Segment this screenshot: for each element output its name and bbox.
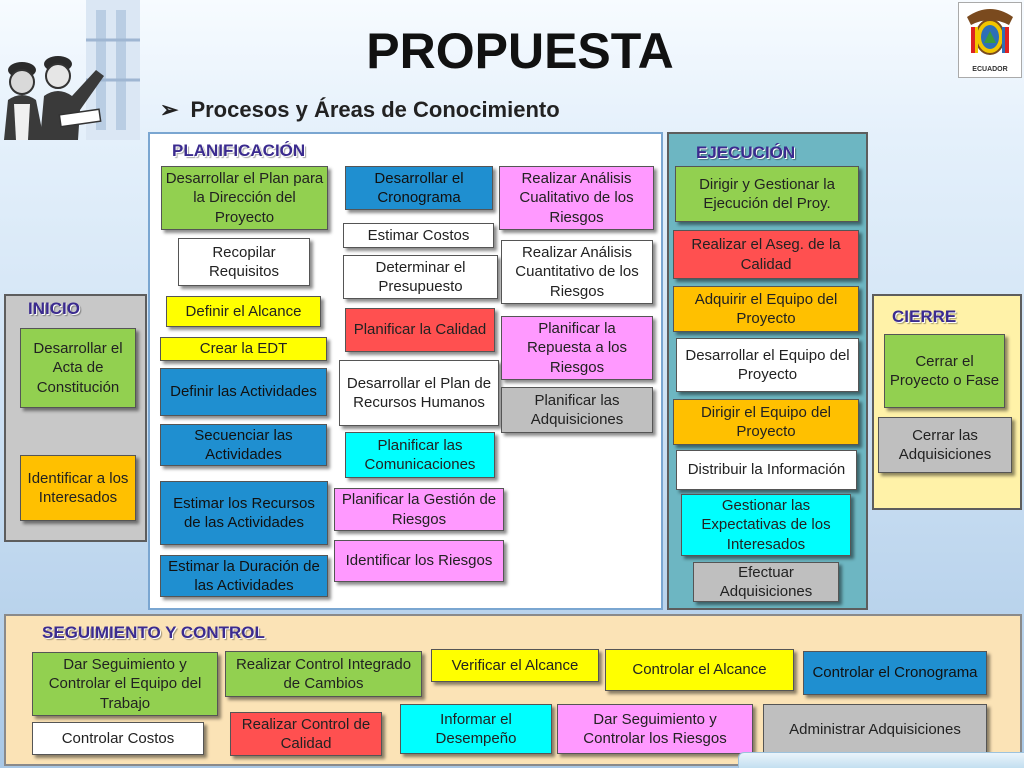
decorative-corner-tab bbox=[738, 752, 1024, 768]
ecuador-logo: ECUADOR bbox=[958, 2, 1022, 78]
process-analisis-cuantitativo: Realizar Análisis Cuantitativo de los Ri… bbox=[501, 240, 653, 304]
process-informar-desempeno: Informar el Desempeño bbox=[400, 704, 552, 754]
process-determinar-presupuesto: Determinar el Presupuesto bbox=[343, 255, 498, 299]
process-estimar-duracion: Estimar la Duración de las Actividades bbox=[160, 555, 328, 597]
process-gestion-riesgos: Planificar la Gestión de Riesgos bbox=[334, 488, 504, 531]
process-controlar-costos: Controlar Costos bbox=[32, 722, 204, 755]
logo-caption: ECUADOR bbox=[972, 66, 1008, 73]
subtitle: ➢ Procesos y Áreas de Conocimiento bbox=[160, 97, 680, 123]
page-title: PROPUESTA bbox=[366, 23, 674, 79]
inicio-header: INICIO bbox=[28, 299, 80, 318]
process-analisis-cualitativo: Realizar Análisis Cualitativo de los Rie… bbox=[499, 166, 654, 230]
process-dirigir-ejecucion: Dirigir y Gestionar la Ejecución del Pro… bbox=[675, 166, 859, 222]
process-controlar-cronograma: Controlar el Cronograma bbox=[803, 651, 987, 695]
seguimiento-header: SEGUIMIENTO Y CONTROL bbox=[42, 623, 265, 642]
process-planificar-adquisiciones: Planificar las Adquisiciones bbox=[501, 387, 653, 433]
process-efectuar-adquisiciones: Efectuar Adquisiciones bbox=[693, 562, 839, 602]
process-identificar-riesgos: Identificar los Riesgos bbox=[334, 540, 504, 582]
process-acta-constitucion: Desarrollar el Acta de Constitución bbox=[20, 328, 136, 408]
process-cerrar-proyecto: Cerrar el Proyecto o Fase bbox=[884, 334, 1005, 408]
process-planificar-comunicaciones: Planificar las Comunicaciones bbox=[345, 432, 495, 478]
process-plan-rrhh: Desarrollar el Plan de Recursos Humanos bbox=[339, 360, 499, 426]
cierre-header: CIERRE bbox=[892, 307, 957, 326]
process-plan-direccion: Desarrollar el Plan para la Dirección de… bbox=[161, 166, 328, 230]
process-secuenciar-actividades: Secuenciar las Actividades bbox=[160, 424, 327, 466]
planificacion-header: PLANIFICACIÓN bbox=[172, 141, 306, 160]
process-controlar-alcance: Controlar el Alcance bbox=[605, 649, 794, 691]
process-adquirir-equipo: Adquirir el Equipo del Proyecto bbox=[673, 286, 859, 332]
process-recopilar-requisitos: Recopilar Requisitos bbox=[178, 238, 310, 286]
coat-of-arms-icon bbox=[967, 9, 1013, 55]
ejecucion-header: EJECUCIÓN bbox=[696, 143, 796, 162]
process-control-calidad: Realizar Control de Calidad bbox=[230, 712, 382, 756]
subtitle-text: Procesos y Áreas de Conocimiento bbox=[190, 97, 560, 122]
process-seguimiento-trabajo: Dar Seguimiento y Controlar el Equipo de… bbox=[32, 652, 218, 716]
process-planificar-calidad: Planificar la Calidad bbox=[345, 308, 495, 352]
process-dirigir-equipo: Dirigir el Equipo del Proyecto bbox=[673, 399, 859, 445]
process-estimar-recursos: Estimar los Recursos de las Actividades bbox=[160, 481, 328, 545]
process-definir-alcance: Definir el Alcance bbox=[166, 296, 321, 327]
process-control-integrado: Realizar Control Integrado de Cambios bbox=[225, 651, 422, 697]
process-desarrollar-equipo: Desarrollar el Equipo del Proyecto bbox=[676, 338, 859, 392]
process-cerrar-adquisiciones: Cerrar las Adquisiciones bbox=[878, 417, 1012, 473]
process-definir-actividades: Definir las Actividades bbox=[160, 368, 327, 416]
process-verificar-alcance: Verificar el Alcance bbox=[431, 649, 599, 682]
process-identificar-interesados: Identificar a los Interesados bbox=[20, 455, 136, 521]
process-aseg-calidad: Realizar el Aseg. de la Calidad bbox=[673, 230, 859, 279]
process-respuesta-riesgos: Planificar la Repuesta a los Riesgos bbox=[501, 316, 653, 380]
process-gestionar-expectativas: Gestionar las Expectativas de los Intere… bbox=[681, 494, 851, 556]
workers-illustration bbox=[0, 0, 140, 140]
process-crear-edt: Crear la EDT bbox=[160, 337, 327, 361]
process-distribuir-informacion: Distribuir la Información bbox=[676, 450, 857, 490]
process-seguimiento-riesgos: Dar Seguimiento y Controlar los Riesgos bbox=[557, 704, 753, 754]
process-administrar-adquisiciones: Administrar Adquisiciones bbox=[763, 704, 987, 756]
bullet-arrow-icon: ➢ bbox=[160, 97, 179, 122]
process-desarrollar-cronograma: Desarrollar el Cronograma bbox=[345, 166, 493, 210]
process-estimar-costos: Estimar Costos bbox=[343, 223, 494, 248]
